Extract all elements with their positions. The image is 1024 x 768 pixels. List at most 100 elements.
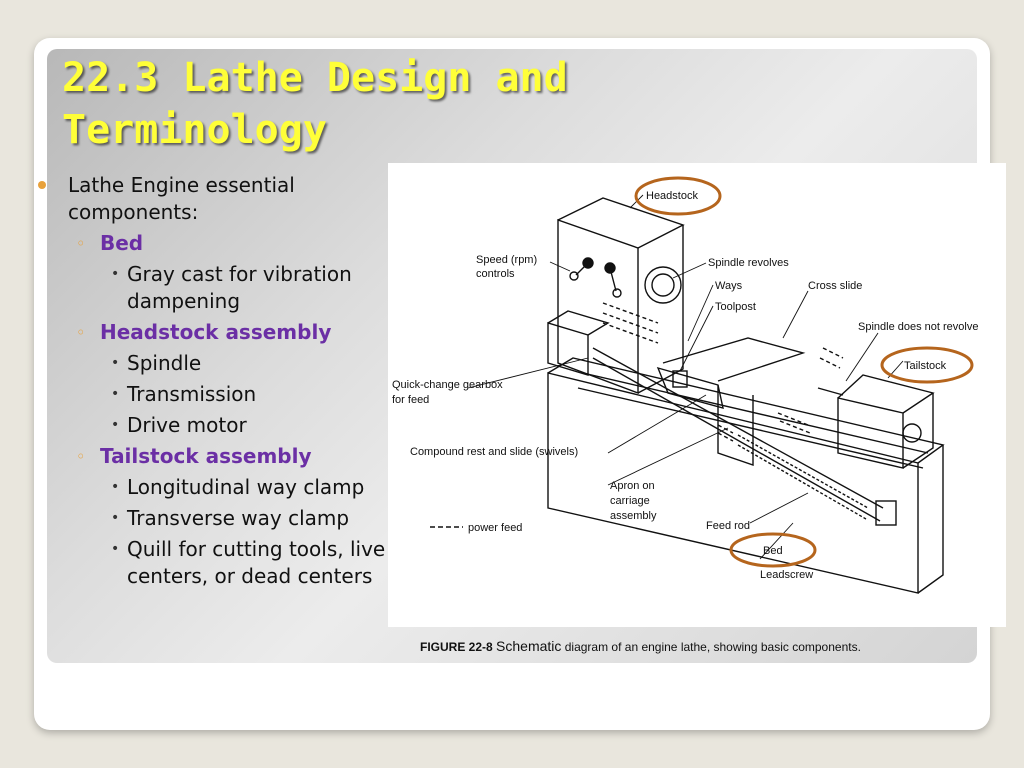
sub-bullet-tailstock-text: Tailstock assembly xyxy=(100,444,312,468)
label-toolpost: Toolpost xyxy=(715,301,756,313)
label-spindle-revolves: Spindle revolves xyxy=(708,257,789,269)
tailstock-quill xyxy=(817,387,844,396)
spindle-chuck-outer xyxy=(644,266,682,304)
bullet-list: Lathe Engine essential components: ◦ Bed… xyxy=(38,172,388,594)
leadscrew xyxy=(592,357,881,522)
gearbox-top xyxy=(547,310,610,336)
item-headstock-2-text: Drive motor xyxy=(127,413,247,437)
headstock-front xyxy=(557,219,639,395)
cross-slide xyxy=(662,337,806,382)
item-tailstock-0: • Longitudinal way clamp xyxy=(38,474,388,501)
item-bed-0-text: Gray cast for vibration dampening xyxy=(127,262,352,313)
leader-feed-rod xyxy=(749,492,809,524)
speed-levers xyxy=(575,262,617,292)
label-speed-1: Speed (rpm) xyxy=(476,254,537,266)
leader-speed xyxy=(549,261,571,272)
tailstock-side xyxy=(902,393,934,469)
label-speed-2: controls xyxy=(476,268,515,280)
bullet-dot-icon xyxy=(38,181,46,189)
ways-line-2 xyxy=(577,387,924,469)
headstock-top xyxy=(557,197,685,249)
ring-bullet-icon: ◦ xyxy=(76,234,86,253)
leader-ways xyxy=(687,284,714,342)
label-apron-1: Apron on xyxy=(610,480,655,492)
ring-bullet-icon: ◦ xyxy=(76,447,86,466)
tailstock-feed-arrows xyxy=(819,347,844,369)
ring-bullet-icon: ◦ xyxy=(76,323,86,342)
caption-word: Schematic xyxy=(496,638,562,654)
item-tailstock-0-text: Longitudinal way clamp xyxy=(127,475,365,499)
power-feed-arrows xyxy=(602,302,659,344)
dot-bullet-icon: • xyxy=(111,266,120,282)
label-cross-slide: Cross slide xyxy=(808,280,862,292)
label-gearbox-2: for feed xyxy=(392,394,429,406)
label-headstock: Headstock xyxy=(646,190,698,202)
ways-line xyxy=(582,372,929,454)
label-feed-rod: Feed rod xyxy=(706,520,750,532)
item-headstock-0: • Spindle xyxy=(38,350,388,377)
label-apron-3: assembly xyxy=(610,510,657,522)
item-headstock-0-text: Spindle xyxy=(127,351,202,375)
leader-cross-slide xyxy=(782,290,809,339)
dot-bullet-icon: • xyxy=(111,510,120,526)
sub-bullet-bed: ◦ Bed xyxy=(38,230,388,257)
label-compound: Compound rest and slide (swivels) xyxy=(410,446,578,458)
sub-bullet-headstock: ◦ Headstock assembly xyxy=(38,319,388,346)
dot-bullet-icon: • xyxy=(111,386,120,402)
bed-highlight xyxy=(729,532,817,568)
leader-spindle-revolves xyxy=(672,262,707,279)
item-headstock-1: • Transmission xyxy=(38,381,388,408)
label-gearbox-1: Quick-change gearbox xyxy=(392,379,503,391)
leader-apron xyxy=(607,427,729,486)
label-spindle-not: Spindle does not revolve xyxy=(858,321,978,333)
dot-bullet-icon: • xyxy=(111,541,120,557)
apron xyxy=(717,385,754,466)
lathe-schematic-svg: Headstock Speed (rpm) controls Spindle r… xyxy=(392,176,978,594)
label-apron-2: carriage xyxy=(610,495,650,507)
item-tailstock-2: • Quill for cutting tools, live centers,… xyxy=(38,536,388,590)
dot-bullet-icon: • xyxy=(111,417,120,433)
bullet-main-text: Lathe Engine essential components: xyxy=(68,173,295,224)
dot-bullet-icon: • xyxy=(111,355,120,371)
label-leadscrew: Leadscrew xyxy=(760,569,813,581)
caption-rest: diagram of an engine lathe, showing basi… xyxy=(564,640,861,654)
bullet-main: Lathe Engine essential components: xyxy=(38,172,388,226)
item-tailstock-1-text: Transverse way clamp xyxy=(127,506,350,530)
bed-base-shape xyxy=(547,372,919,594)
lever-end-2 xyxy=(612,288,622,298)
leader-toolpost xyxy=(679,305,714,372)
lathe-diagram: Headstock Speed (rpm) controls Spindle r… xyxy=(388,163,1006,627)
leader-spindle-not xyxy=(845,332,879,382)
cross-feed-arrows xyxy=(777,412,811,434)
bed-side-shape xyxy=(917,445,944,594)
label-tailstock: Tailstock xyxy=(904,360,947,372)
dot-bullet-icon: • xyxy=(111,479,120,495)
leader-gearbox xyxy=(467,357,589,389)
lever-end-1 xyxy=(569,271,579,281)
item-headstock-2: • Drive motor xyxy=(38,412,388,439)
leader-leadscrew xyxy=(759,522,794,560)
slide-title: 22.3 Lathe Design and Terminology xyxy=(62,55,568,153)
item-bed-0: • Gray cast for vibration dampening xyxy=(38,261,388,315)
feed-rod-end-block xyxy=(875,500,897,526)
caption-figure-number: FIGURE 22-8 xyxy=(420,640,493,654)
compound-rest xyxy=(656,366,724,409)
spindle-chuck-inner xyxy=(651,273,675,297)
label-bed: Bed xyxy=(763,545,783,557)
tailstock-highlight xyxy=(880,346,974,384)
sub-bullet-tailstock: ◦ Tailstock assembly xyxy=(38,443,388,470)
tailstock-handwheel xyxy=(902,423,922,443)
headstock-highlight xyxy=(634,176,722,216)
sub-bullet-headstock-text: Headstock assembly xyxy=(100,320,332,344)
gearbox-front xyxy=(547,322,589,376)
headstock-side xyxy=(637,225,684,394)
tailstock-top xyxy=(837,374,935,414)
feed-rod xyxy=(592,347,884,509)
item-tailstock-1: • Transverse way clamp xyxy=(38,505,388,532)
sub-bullet-bed-text: Bed xyxy=(100,231,144,255)
label-ways: Ways xyxy=(715,280,743,292)
leader-compound xyxy=(607,394,707,454)
item-tailstock-2-text: Quill for cutting tools, live centers, o… xyxy=(127,537,386,588)
bed-top-shape xyxy=(547,357,945,464)
item-headstock-1-text: Transmission xyxy=(127,382,257,406)
